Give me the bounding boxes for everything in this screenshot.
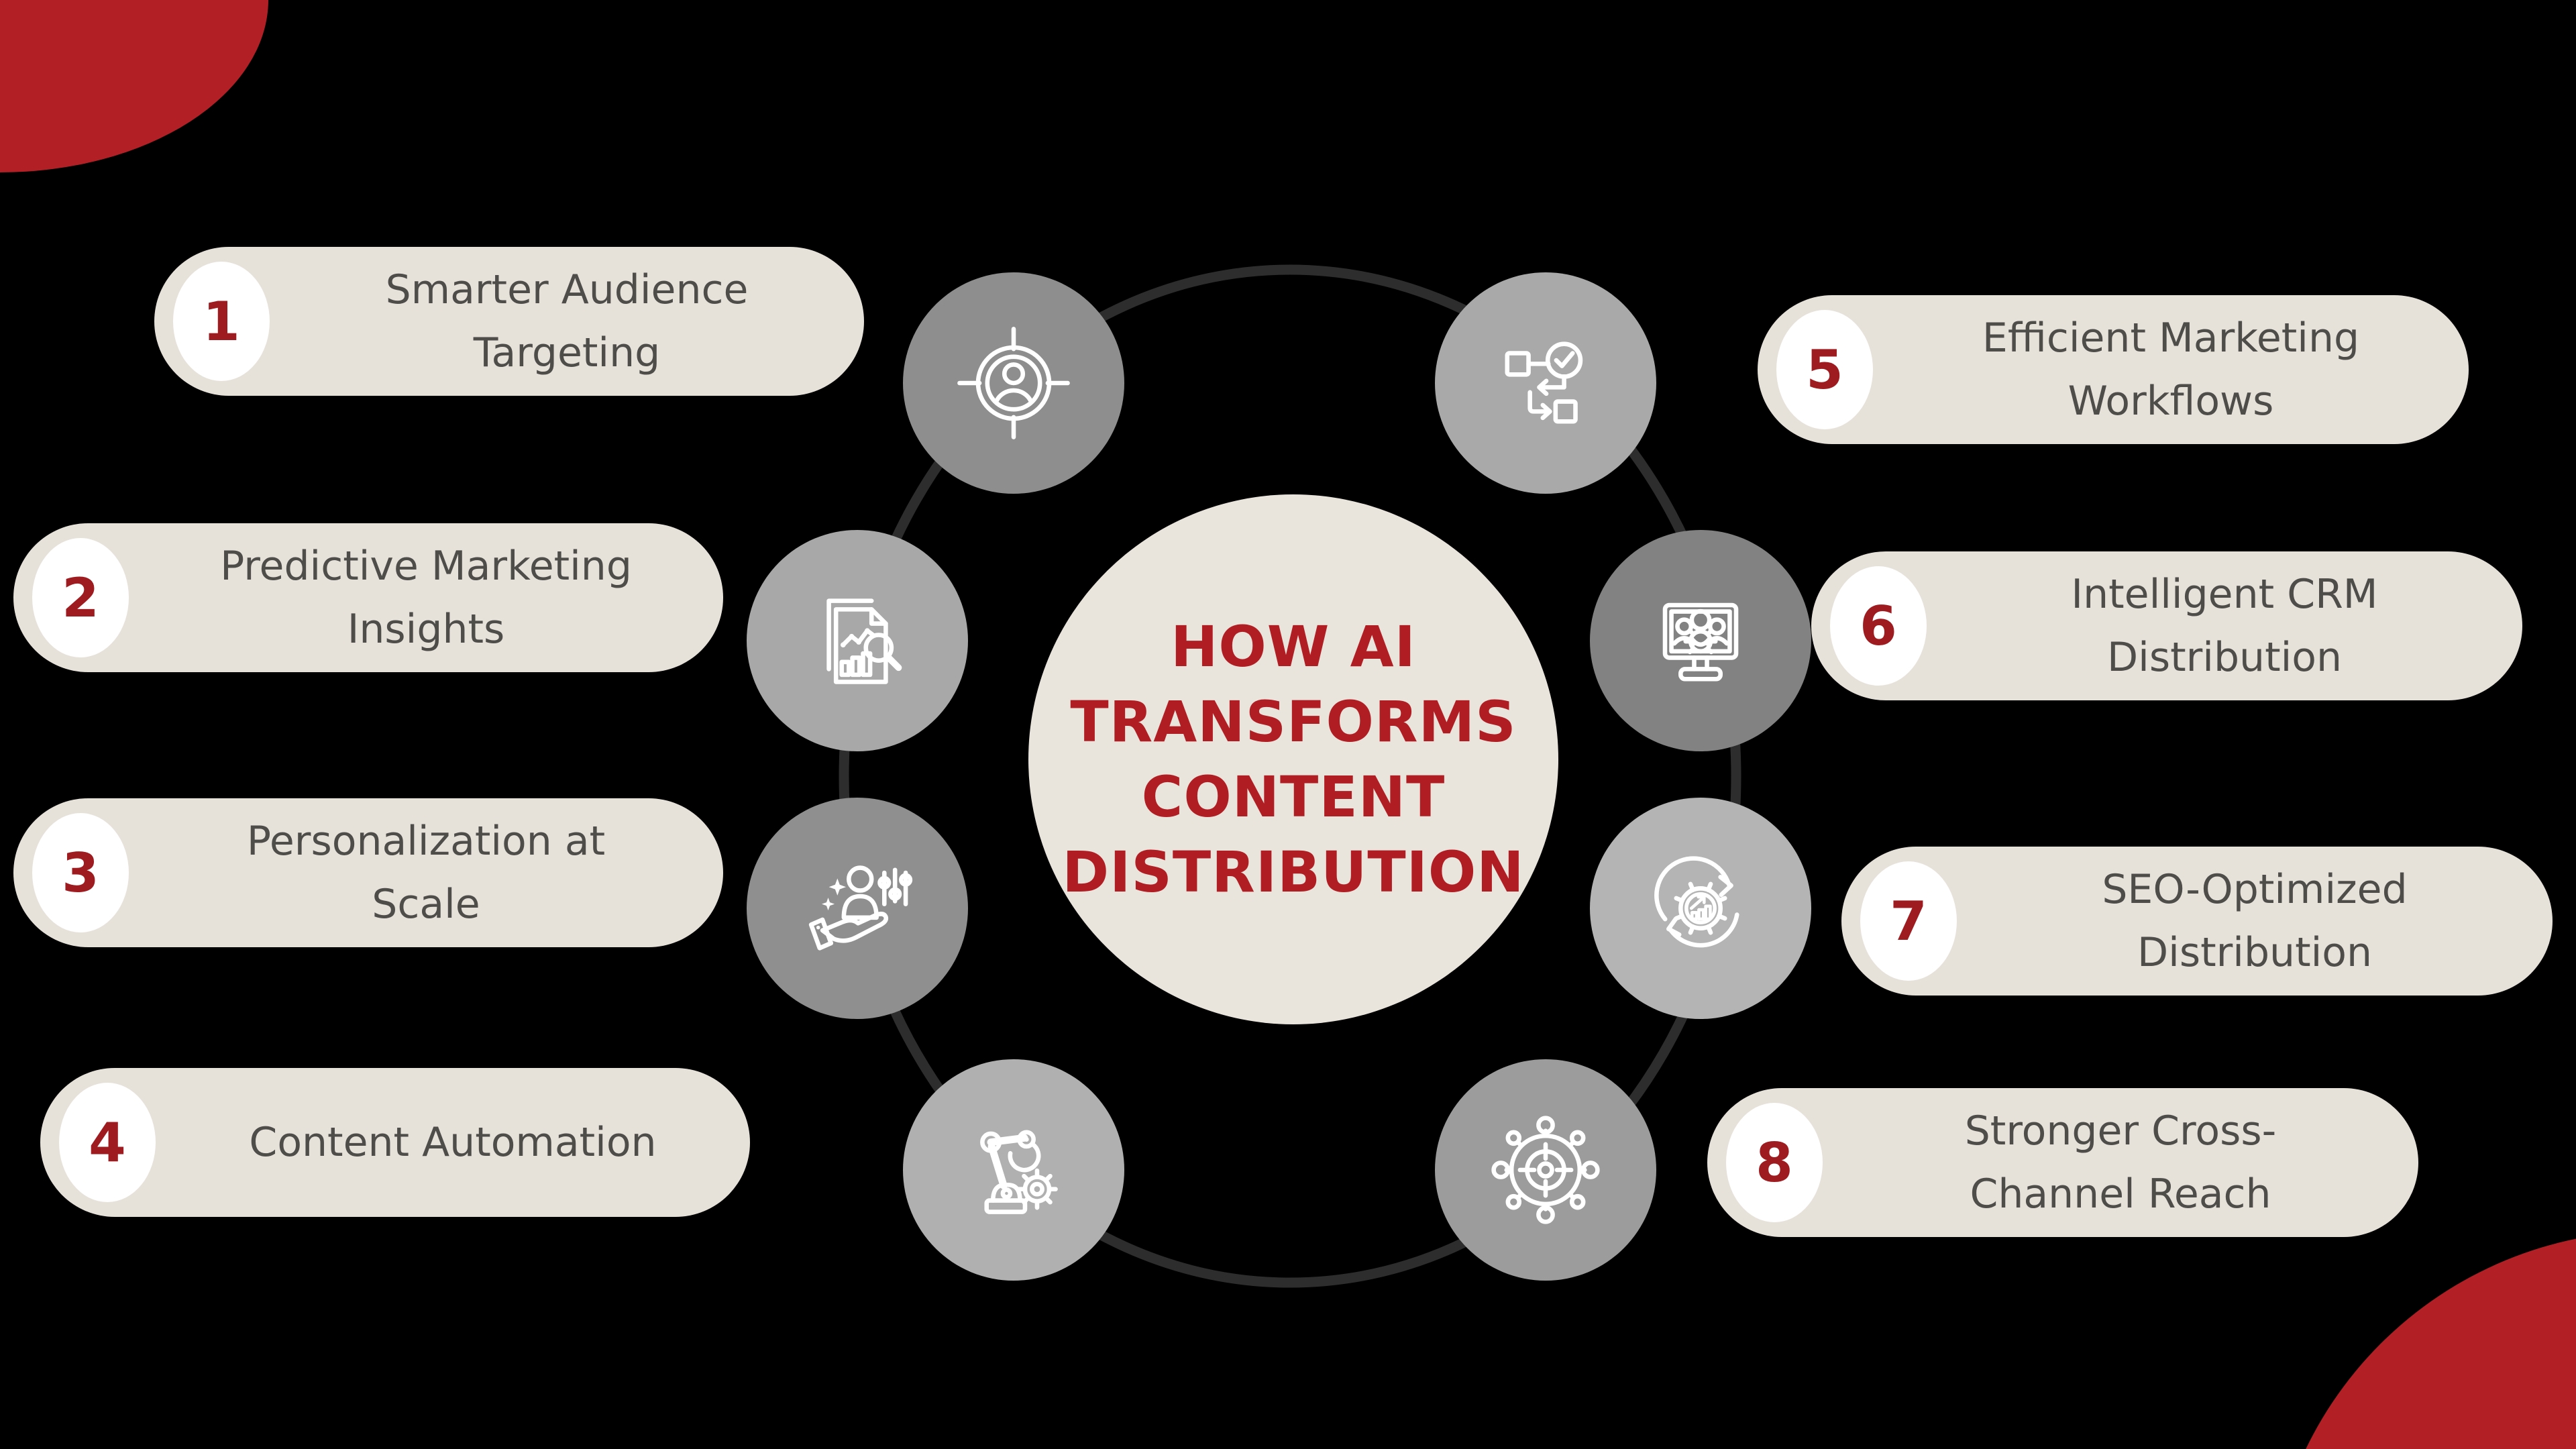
item-number: 8 <box>1756 1131 1793 1194</box>
list-item-1: 1 Smarter Audience Targeting <box>154 247 864 396</box>
item-label: Intelligent CRM Distribution <box>2071 571 2378 681</box>
list-item-5: 5 Efficient Marketing Workflows <box>1758 295 2469 444</box>
number-badge-2: 2 <box>32 538 129 657</box>
report-magnifier-icon <box>826 598 902 684</box>
item-number: 6 <box>1860 594 1897 657</box>
list-item-4: 4 Content Automation <box>40 1068 750 1217</box>
robot-arm-gear-icon <box>980 1130 1058 1214</box>
number-badge-8: 8 <box>1726 1103 1823 1222</box>
list-item-6: 6 Intelligent CRM Distribution <box>1811 551 2522 700</box>
list-item-2: 2 Predictive Marketing Insights <box>13 523 723 672</box>
audience-target-icon <box>957 327 1070 439</box>
item-label: Smarter Audience Targeting <box>385 266 749 376</box>
item-label: Efficient Marketing Workflows <box>1982 315 2360 425</box>
center-title-circle: HOW AI TRANSFORMS CONTENT DISTRIBUTION <box>1028 494 1558 1024</box>
item-number: 1 <box>203 290 240 353</box>
crm-monitor-icon <box>1662 602 1739 682</box>
item-number: 2 <box>62 566 99 629</box>
number-badge-5: 5 <box>1776 310 1873 429</box>
item-label: Predictive Marketing Insights <box>220 543 632 653</box>
icon-circle-8 <box>1435 1059 1656 1281</box>
workflow-check-icon <box>1505 341 1583 424</box>
number-badge-1: 1 <box>173 262 270 381</box>
icon-circle-1 <box>903 272 1124 494</box>
number-badge-3: 3 <box>32 813 129 932</box>
list-item-3: 3 Personalization at Scale <box>13 798 723 947</box>
item-number: 3 <box>62 841 99 904</box>
title-line-2: TRANSFORMS <box>1070 689 1517 755</box>
item-number: 5 <box>1806 338 1843 401</box>
number-badge-4: 4 <box>59 1083 156 1202</box>
item-label: Personalization at Scale <box>246 818 606 928</box>
item-label: Content Automation <box>249 1119 657 1166</box>
item-number: 4 <box>89 1111 126 1174</box>
item-number: 7 <box>1890 890 1927 953</box>
list-item-8: 8 Stronger Cross- Channel Reach <box>1707 1088 2418 1237</box>
icon-circle-6 <box>1590 530 1811 751</box>
number-badge-6: 6 <box>1830 566 1927 686</box>
icon-circle-5 <box>1435 272 1656 494</box>
item-label: SEO-Optimized Distribution <box>2102 866 2408 976</box>
title-line-4: DISTRIBUTION <box>1062 839 1525 905</box>
multichannel-hub-icon <box>1491 1116 1600 1224</box>
list-item-7: 7 SEO-Optimized Distribution <box>1841 847 2553 996</box>
number-badge-7: 7 <box>1860 861 1957 981</box>
seo-gear-icon <box>1654 856 1739 948</box>
title-line-1: HOW AI <box>1171 614 1416 680</box>
hand-person-icon <box>808 865 913 951</box>
icon-circle-2 <box>747 530 968 751</box>
icon-circle-3 <box>747 798 968 1019</box>
icon-circle-7 <box>1590 798 1811 1019</box>
item-label: Stronger Cross- Channel Reach <box>1964 1108 2277 1218</box>
page-title: HOW AI TRANSFORMS CONTENT DISTRIBUTION <box>1062 609 1524 910</box>
icon-circle-4 <box>903 1059 1124 1281</box>
title-line-3: CONTENT <box>1141 764 1446 830</box>
